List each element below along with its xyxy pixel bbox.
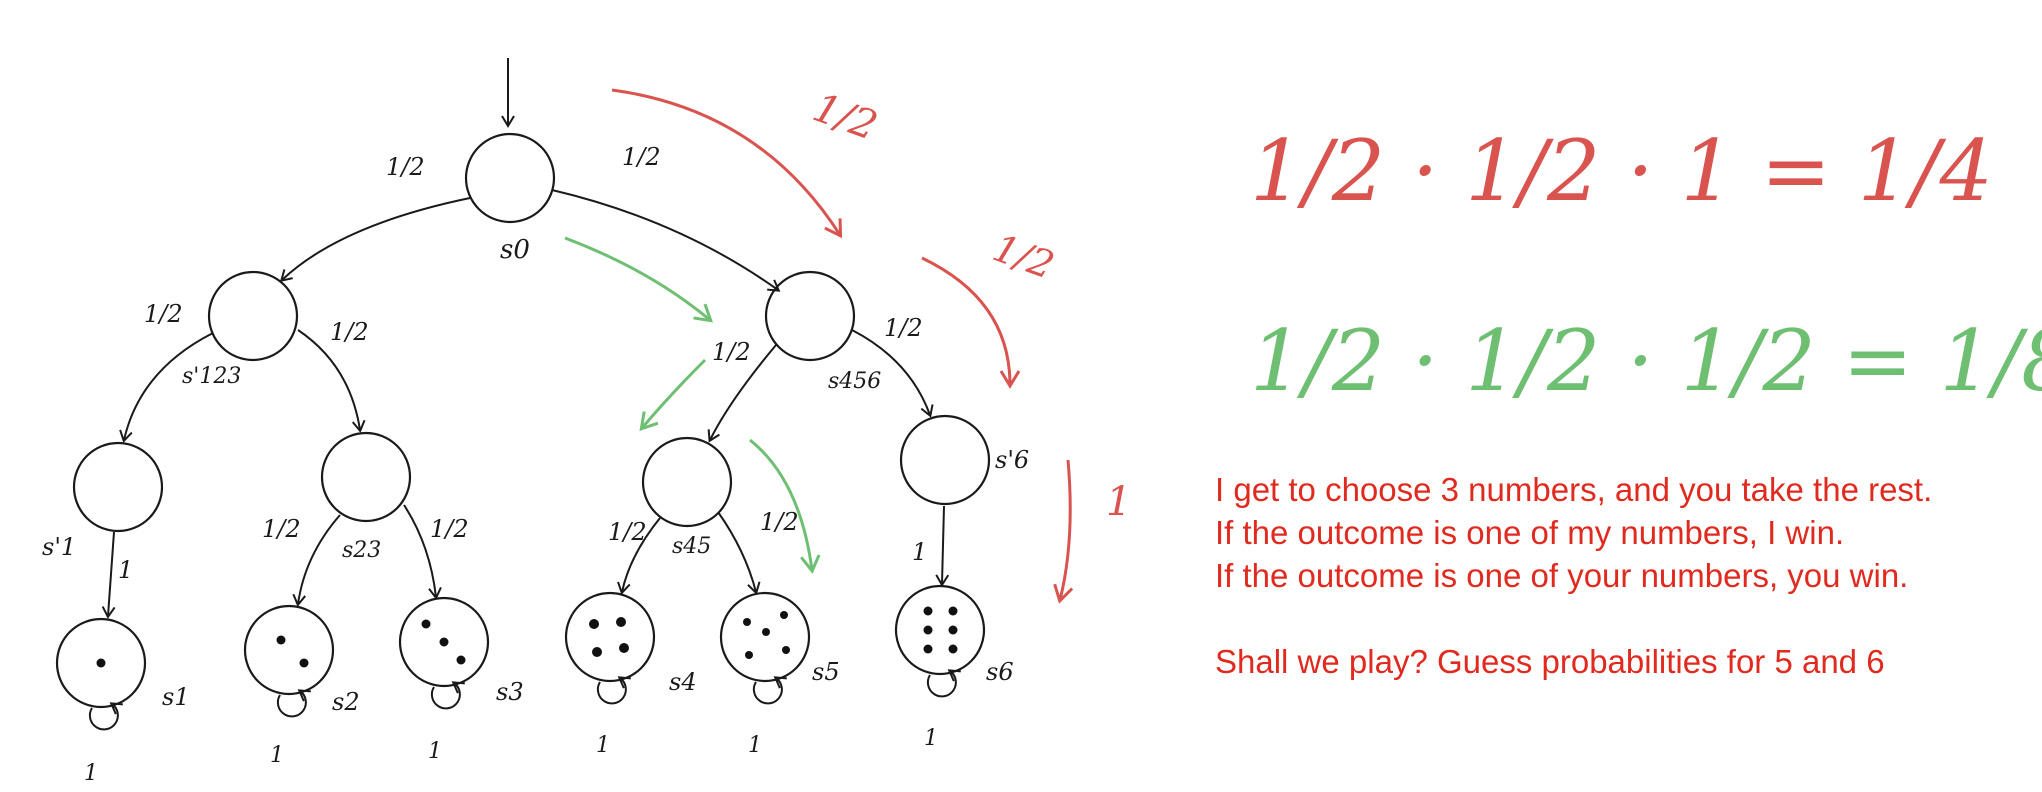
node-s1 [55,617,147,709]
label-s3: s3 [496,678,524,706]
edge-s123-s23 [297,329,366,433]
red-prob-2: 1/2 [987,225,1060,287]
node-s456 [764,270,856,362]
edge-s23-s2 [292,514,341,607]
edge-s23-s3 [403,504,442,600]
prob-s456-s6p: 1/2 [884,314,923,342]
prob-s456-s45: 1/2 [712,338,751,366]
label-s6: s6 [986,658,1014,686]
self-loop-s1 [88,702,123,731]
equation-green: 1/2 · 1/2 · 1/2 = 1/8 [1250,312,2042,410]
green-arrow-1 [564,236,714,323]
node-s23 [320,431,412,523]
prob-s1p-s1: 1 [118,556,133,584]
label-s0: s0 [500,235,530,265]
die-face-5 [743,611,790,659]
label-s1p: s'1 [42,533,76,561]
edge-s45-s4 [617,517,661,595]
label-s123: s'123 [182,364,241,389]
node-s5 [719,591,811,683]
self-loop-s5 [752,676,787,705]
rules-line-2: If the outcome is one of my numbers, I w… [1215,514,1845,551]
node-s0 [464,132,556,224]
prob-loop-s3: 1 [428,739,442,764]
prob-s123-s1p: 1/2 [144,300,183,328]
edge-s6p-s6 [935,505,950,587]
prob-loop-s2: 1 [270,743,284,768]
die-face-3 [421,619,466,665]
label-s45: s45 [672,534,711,559]
red-arrow-3 [1053,459,1074,604]
node-s123 [207,270,299,362]
die-face-6 [923,606,958,654]
red-arrow-1 [611,88,843,239]
green-arrow-2 [639,358,707,431]
game-rules: I get to choose 3 numbers, and you take … [1215,468,1932,683]
prob-s0-s123: 1/2 [386,153,425,181]
red-prob-3: 1 [1106,479,1131,525]
edge-s0-s456 [551,189,781,292]
edge-s456-s45 [707,344,777,443]
prob-s0-s456: 1/2 [622,143,661,171]
self-loop-s2 [276,689,311,718]
node-s6 [894,584,986,676]
self-loop-s3 [430,681,465,710]
label-s6p: s'6 [995,446,1029,474]
node-s6p [899,414,991,506]
rules-line-1: I get to choose 3 numbers, and you take … [1215,471,1933,508]
prob-s6p-s6: 1 [912,538,927,566]
prob-s23-s2: 1/2 [262,515,301,543]
label-s23: s23 [342,538,381,563]
rules-line-3: If the outcome is one of your numbers, y… [1215,557,1909,594]
node-s3 [398,596,490,688]
die-face-1 [96,658,106,668]
prob-loop-s5: 1 [748,733,762,758]
edge-s456-s6p [851,329,934,418]
edge-s123-s1p [119,332,214,443]
red-prob-1: 1/2 [807,85,883,150]
edge-s1p-s1 [101,531,116,619]
prob-s123-s23: 1/2 [330,318,369,346]
prob-loop-s6: 1 [924,726,938,751]
label-s2: s2 [332,688,360,716]
label-s4: s4 [669,668,697,696]
label-s5: s5 [812,658,840,686]
node-s2 [243,604,335,696]
die-face-2 [276,635,309,668]
prob-loop-s4: 1 [596,733,610,758]
rules-line-4: Shall we play? Guess probabilities for 5… [1215,643,1885,680]
node-s45 [641,436,733,528]
equation-red: 1/2 · 1/2 · 1 = 1/4 [1250,122,1993,220]
red-arrow-2 [921,256,1021,389]
label-s1: s1 [162,683,190,711]
label-s456: s456 [828,369,881,394]
edge-s45-s5 [717,511,761,595]
self-loop-s4 [596,676,631,705]
node-s4 [564,591,656,683]
node-s1p [72,441,164,533]
green-arrow-3 [749,438,821,574]
prob-loop-s1: 1 [84,761,98,786]
prob-s45-s5: 1/2 [760,508,799,536]
edge-s0-s123 [279,197,471,283]
prob-s45-s4: 1/2 [608,518,647,546]
prob-s23-s3: 1/2 [430,515,469,543]
die-face-4 [589,617,629,657]
self-loop-s6 [926,669,961,698]
